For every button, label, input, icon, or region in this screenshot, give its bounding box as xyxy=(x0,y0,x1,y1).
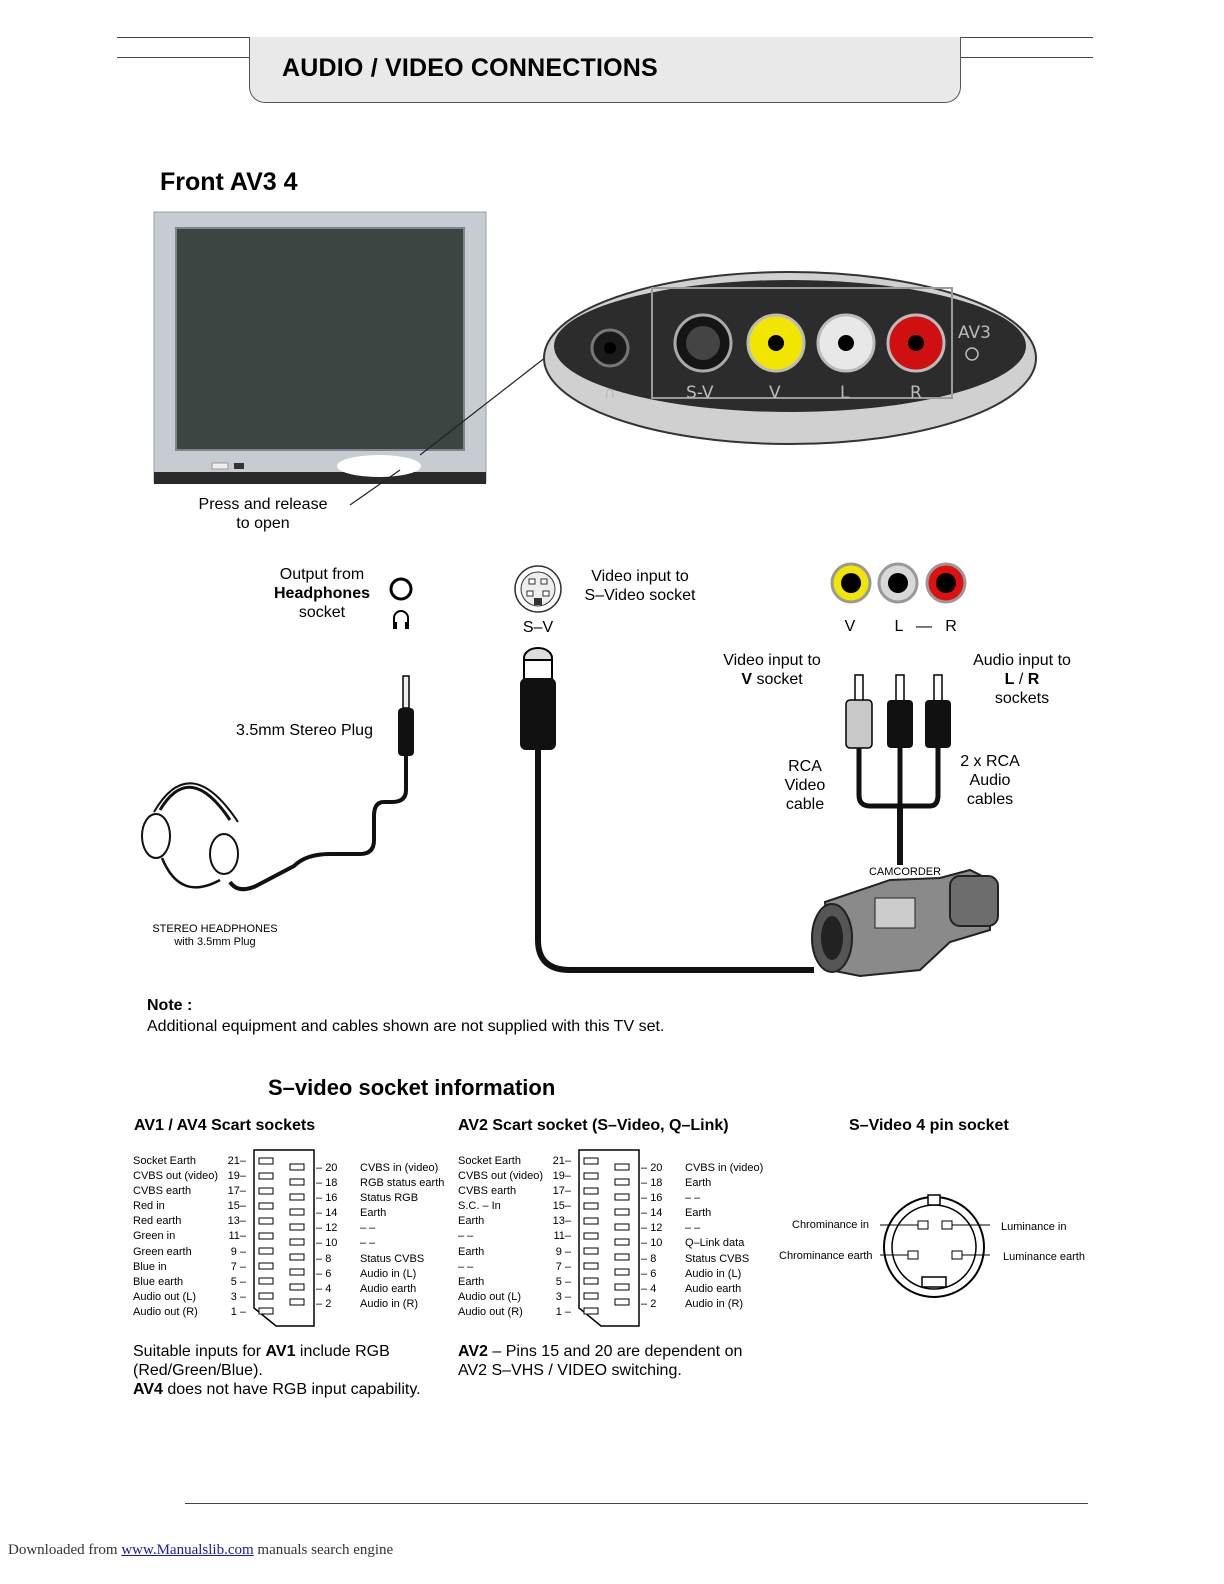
top-rule-left xyxy=(117,37,251,38)
svideo-4pin-diagram xyxy=(880,1194,990,1298)
audio-input-lr-label: Audio input to L / R sockets xyxy=(973,652,1071,707)
camcorder-label: CAMCORDER xyxy=(868,866,942,878)
page-title: AUDIO / VIDEO CONNECTIONS xyxy=(282,54,658,82)
lum-in-label: Luminance in xyxy=(1001,1221,1067,1233)
panel-label-av3: AV3 xyxy=(958,323,991,343)
panel-label-r: R xyxy=(910,383,922,403)
rca-r-label: R xyxy=(945,618,957,635)
svideo4-title: S–Video 4 pin socket xyxy=(849,1117,1009,1134)
av1-left-pins: 21–19– 17–15– 13–11– 9 –7 – 5 –3 – 1 – xyxy=(227,1155,246,1318)
av1-right-pins: – 20– 18 – 16– 14 – 12– 10 – 8– 6 – 4– 2 xyxy=(316,1162,338,1310)
sv-socket-label: S–V xyxy=(522,619,554,636)
svg-text:∩: ∩ xyxy=(604,383,616,402)
av3-panel-zoom: ∩ S-V V L R AV3 xyxy=(543,271,1037,445)
footer: Downloaded from www.Manualslib.com manua… xyxy=(8,1542,394,1558)
panel-label-v: V xyxy=(769,383,781,403)
rca-audio-cables-label: 2 x RCA Audio cables xyxy=(960,753,1020,808)
tv-illustration xyxy=(153,211,487,484)
av1-scart-connector xyxy=(253,1149,315,1327)
headphone-socket-icon xyxy=(389,577,413,629)
stereo-plug-label: 3.5mm Stereo Plug xyxy=(236,722,373,739)
rca-dash-label: — xyxy=(916,618,932,635)
av2-left-pins: 21–19– 17–15– 13–11– 9 –7 – 5 –3 – 1 – xyxy=(552,1155,571,1318)
av2-scart-connector xyxy=(578,1149,640,1327)
svideo-socket-icon xyxy=(514,565,562,613)
top-rule-left-2 xyxy=(117,57,251,58)
av2-description: AV2 – Pins 15 and 20 are dependent on AV… xyxy=(458,1343,743,1379)
av2-title: AV2 Scart socket (S–Video, Q–Link) xyxy=(458,1117,729,1134)
panel-label-sv: S-V xyxy=(686,383,714,403)
connection-diagram xyxy=(141,647,999,978)
video-input-sv-label: Video input to S–Video socket xyxy=(584,568,696,604)
rca-sockets-icon xyxy=(830,562,967,604)
rca-l-label: L xyxy=(894,618,904,635)
av1-title: AV1 / AV4 Scart sockets xyxy=(134,1117,316,1134)
front-av3-title: Front AV3 4 xyxy=(160,168,298,196)
press-release-label: Press and release to open xyxy=(198,496,328,532)
av1-right-labels: CVBS in (video)RGB status earth Status R… xyxy=(360,1162,445,1310)
svideo-info-title: S–video socket information xyxy=(268,1075,556,1100)
bottom-rule xyxy=(185,1503,1088,1504)
panel-label-l: L xyxy=(840,383,850,403)
note-text: Additional equipment and cables shown ar… xyxy=(147,1018,665,1035)
chroma-in-label: Chrominance in xyxy=(792,1219,870,1231)
av1-description: Suitable inputs for AV1 include RGB (Red… xyxy=(133,1343,421,1398)
av2-right-labels: CVBS in (video)Earth – –Earth – –Q–Link … xyxy=(685,1162,764,1310)
video-input-v-label: Video input to V socket xyxy=(723,652,821,688)
rca-v-label: V xyxy=(844,618,856,635)
headphones-caption: STEREO HEADPHONES with 3.5mm Plug xyxy=(152,923,278,948)
zoom-lines xyxy=(349,349,556,506)
note-title: Note : xyxy=(147,997,193,1014)
manualslib-link[interactable]: www.Manualslib.com xyxy=(121,1542,254,1558)
av2-right-pins: – 20– 18 – 16– 14 – 12– 10 – 8– 6 – 4– 2 xyxy=(641,1162,663,1310)
chroma-earth-label: Chrominance earth xyxy=(779,1250,873,1262)
lum-earth-label: Luminance earth xyxy=(1003,1251,1085,1263)
top-rule-right xyxy=(960,37,1093,38)
rca-video-cable-label: RCA Video cable xyxy=(784,758,826,813)
header-tab xyxy=(249,37,961,103)
headphones-output-label: Output from Headphones socket xyxy=(273,566,370,621)
top-rule-right-2 xyxy=(960,57,1093,58)
